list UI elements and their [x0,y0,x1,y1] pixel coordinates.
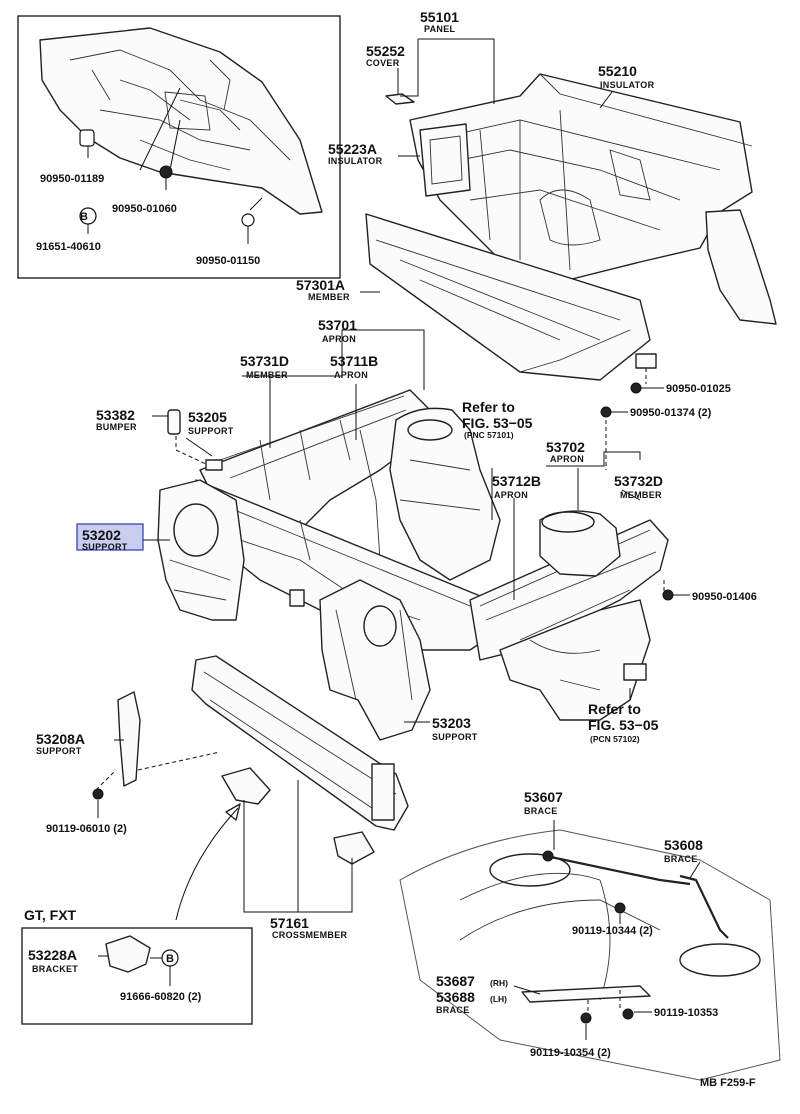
part-53731d-name: MEMBER [246,370,288,380]
part-53687-code: 53687 [436,973,475,989]
inset-box-gt-fxt: GT, FXT B 53228A BRACKET 91666-60820 (2) [21,907,253,1025]
clip-icon [600,406,612,418]
part-53228a-name: BRACKET [32,964,78,974]
fastener-90950-01406: 90950-01406 [692,591,757,603]
part-57161-code: 57161 [270,915,309,931]
part-53688-suffix: (LH) [490,994,507,1004]
part-53711b-code: 53711B [330,353,378,369]
part-55101-name: PANEL [424,24,456,34]
part-53208a-name: SUPPORT [36,746,82,756]
part-53731d-code: 53731D [240,353,289,369]
part-53701-code: 53701 [318,317,357,333]
part-53382-name: BUMPER [96,422,137,432]
reference-1-line1: Refer to [462,399,515,415]
part-55252-name: COVER [366,58,400,68]
fastener-90119-10354: 90119-10354 (2) [530,1047,611,1059]
part-53228a-code: 53228A [28,947,77,963]
part-53688-name: BRACE [436,1005,470,1015]
bolt-icon [614,902,626,914]
clip-icon [662,589,674,601]
part-53711b-name: APRON [334,370,368,380]
part-53688-code: 53688 [436,989,475,1005]
part-53687-suffix: (RH) [490,978,508,988]
reference-2-line1: Refer to [588,701,641,717]
front-body-group: 53701 APRON 53731D MEMBER 53711B APRON 5… [36,317,757,940]
part-55210-name: INSULATOR [600,80,655,90]
dash-panel-group: 55101 PANEL 55252 COVER 55210 INSULATOR … [296,9,777,470]
clip-icon [630,382,642,394]
fastener-90950-01060: 90950-01060 [112,203,177,215]
svg-text:B: B [80,211,88,223]
inset-box-title: GT, FXT [24,907,77,923]
fastener-90119-06010: 90119-06010 (2) [46,823,127,835]
part-55210-code: 55210 [598,63,637,79]
part-53205-code: 53205 [188,409,227,425]
part-57301a-code: 57301A [296,277,345,293]
fastener-90119-10353: 90119-10353 [654,1007,718,1019]
fastener-90950-01189: 90950-01189 [40,173,104,185]
bolt-icon [622,1008,634,1020]
reference-2-line2: FIG. 53−05 [588,717,659,733]
reference-1-line2: FIG. 53−05 [462,415,533,431]
cover-55252 [385,93,415,105]
part-53205-name: SUPPORT [188,426,234,436]
part-53607-name: BRACE [524,806,558,816]
part-55252-code: 55252 [366,43,405,59]
fastener-90950-01025: 90950-01025 [666,383,731,395]
reference-2-sub: (PCN 57102) [590,734,640,744]
part-53202-name: SUPPORT [82,542,128,552]
part-53382-code: 53382 [96,407,135,423]
grommet-icon [159,165,173,179]
part-53732d-name: MEMBER [620,490,662,500]
part-53732d-code: 53732D [614,473,663,489]
part-53203-code: 53203 [432,715,471,731]
inset-box-top-left: B 90950-01189 90950-01060 91651-40610 90… [17,15,341,279]
fastener-90119-10344: 90119-10344 (2) [572,925,653,937]
svg-text:B: B [166,953,174,965]
part-53608-name: BRACE [664,854,698,864]
part-53203-name: SUPPORT [432,732,478,742]
part-53208a-code: 53208A [36,731,85,747]
part-55101-code: 55101 [420,9,459,25]
fastener-90950-01374: 90950-01374 (2) [630,407,712,419]
part-53608-code: 53608 [664,837,703,853]
part-53712b-code: 53712B [492,473,541,489]
part-53701-name: APRON [322,334,356,344]
bolt-icon [542,850,554,862]
fastener-90950-01150: 90950-01150 [196,255,260,267]
brace-group: 53607 BRACE 53608 BRACE 90119-10344 (2) … [399,789,781,1081]
part-53702-code: 53702 [546,439,585,455]
part-53712b-name: APRON [494,490,528,500]
part-53202-highlight [76,523,144,551]
bolt-icon [580,1012,592,1024]
plug-icon [79,129,95,147]
grommet-icon [241,213,255,227]
part-53702-name: APRON [550,454,584,464]
fastener-91666-60820: 91666-60820 (2) [120,991,202,1003]
part-57161-name: CROSSMEMBER [272,930,348,940]
diagram-id: MB F259-F [700,1077,756,1089]
part-53202-code: 53202 [82,527,121,543]
reference-1-sub: (PNC 57101) [464,430,514,440]
part-55223a-code: 55223A [328,141,377,157]
fastener-91651-40610: 91651-40610 [36,241,101,253]
part-57301a-name: MEMBER [308,292,350,302]
part-53607-code: 53607 [524,789,563,805]
bolt-icon [92,788,104,800]
part-55223a-name: INSULATOR [328,156,383,166]
